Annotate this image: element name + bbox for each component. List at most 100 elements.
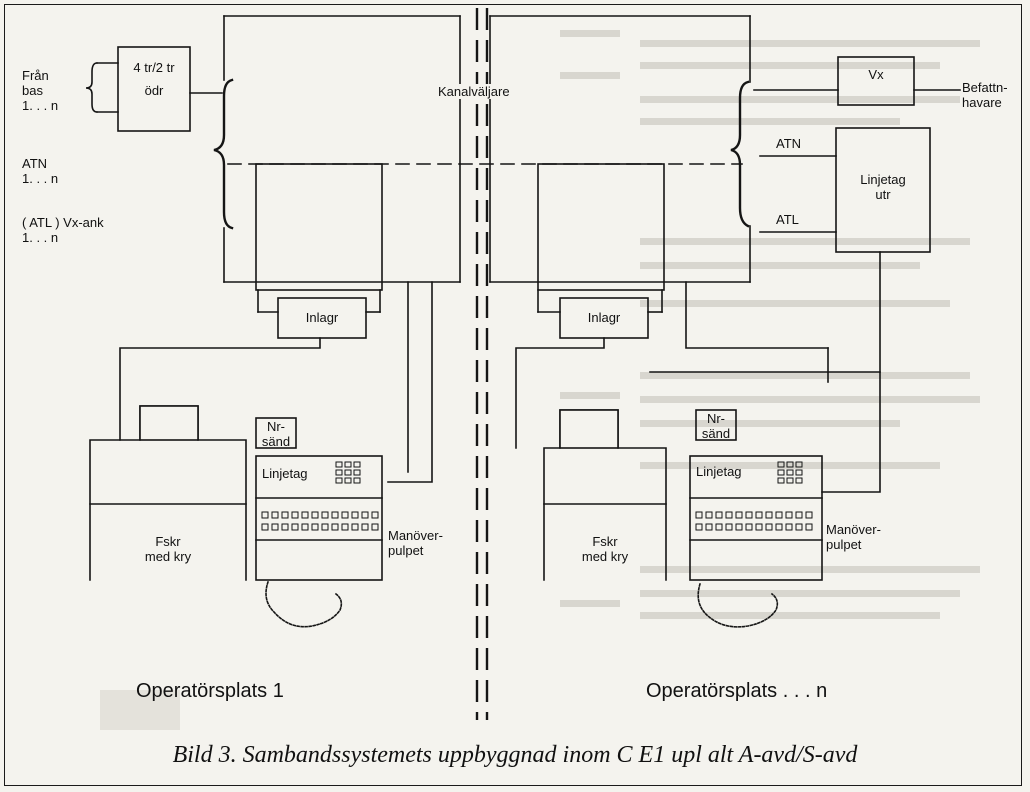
manoverpulpet-label-1: Manöver-pulpet (388, 528, 443, 558)
key (786, 477, 794, 484)
key (341, 511, 349, 519)
key (353, 477, 361, 484)
key (261, 523, 269, 531)
key (705, 511, 713, 519)
key (281, 523, 289, 531)
key (695, 523, 703, 531)
page-frame (4, 4, 1022, 786)
handset-cord-1 (265, 580, 343, 628)
key (331, 523, 339, 531)
atn-output-label: ATN (776, 136, 802, 151)
nr-sand-label-1: Nr-sänd (261, 419, 291, 449)
figure-caption: Bild 3. Sambandssystemets uppbyggnad ino… (172, 742, 858, 768)
key (775, 511, 783, 519)
key (344, 477, 352, 484)
inlagr-label-2: Inlagr (587, 310, 621, 325)
key (725, 523, 733, 531)
key (795, 477, 803, 484)
key (291, 523, 299, 531)
key (321, 511, 329, 519)
key (805, 511, 813, 519)
key (344, 469, 352, 476)
key (291, 511, 299, 519)
key-grids (261, 461, 813, 531)
key (725, 511, 733, 519)
operatorsplats-n-label: Operatörsplats . . . n (646, 680, 828, 702)
key (715, 523, 723, 531)
manoverpulpet-label-2: Manöver-pulpet (826, 522, 881, 552)
manoverpult-2 (689, 455, 823, 581)
converter-box (117, 46, 191, 132)
inlagr-box-1 (277, 297, 367, 339)
linjetag-utr-box (835, 127, 931, 253)
key (786, 461, 794, 468)
key (311, 511, 319, 519)
key (775, 523, 783, 531)
inlagr-label-1: Inlagr (305, 310, 339, 325)
key (301, 511, 309, 519)
key (335, 477, 343, 484)
key (311, 523, 319, 531)
manoverpult-1 (255, 455, 383, 581)
nr-sand-box-1 (255, 417, 297, 449)
inner-square-2 (537, 163, 665, 291)
key (765, 523, 773, 531)
left-brace (213, 78, 234, 230)
key (745, 511, 753, 519)
key (344, 461, 352, 468)
key (755, 511, 763, 519)
key (745, 523, 753, 531)
key (695, 511, 703, 519)
key (281, 511, 289, 519)
key (361, 523, 369, 531)
key (335, 469, 343, 476)
key (785, 511, 793, 519)
key (735, 511, 743, 519)
key (371, 511, 379, 519)
key (353, 469, 361, 476)
key (755, 523, 763, 531)
key (795, 469, 803, 476)
key (261, 511, 269, 519)
key (351, 523, 359, 531)
key (777, 461, 785, 468)
key (777, 477, 785, 484)
handset-cord-2 (697, 583, 779, 628)
kanalvaljare-line (475, 8, 489, 720)
nr-sand-box-2 (695, 409, 737, 441)
kanalvaljare-label: Kanalväljare (436, 84, 512, 99)
atl-output-label: ATL (776, 212, 799, 227)
key (341, 523, 349, 531)
key (351, 511, 359, 519)
key (765, 511, 773, 519)
key (777, 469, 785, 476)
key (321, 523, 329, 531)
key (301, 523, 309, 531)
vx-label: Vx (868, 67, 884, 82)
key (271, 511, 279, 519)
key (795, 523, 803, 531)
key (786, 469, 794, 476)
nr-sand-label-2: Nr-sänd (701, 411, 731, 441)
key (715, 511, 723, 519)
linjetag-label-1: Linjetag (262, 466, 308, 481)
vx-box (837, 56, 915, 106)
key (353, 461, 361, 468)
key (371, 523, 379, 531)
key (785, 523, 793, 531)
key (271, 523, 279, 531)
key (335, 461, 343, 468)
inner-square-1 (255, 163, 383, 291)
key (331, 511, 339, 519)
key (795, 461, 803, 468)
key (361, 511, 369, 519)
